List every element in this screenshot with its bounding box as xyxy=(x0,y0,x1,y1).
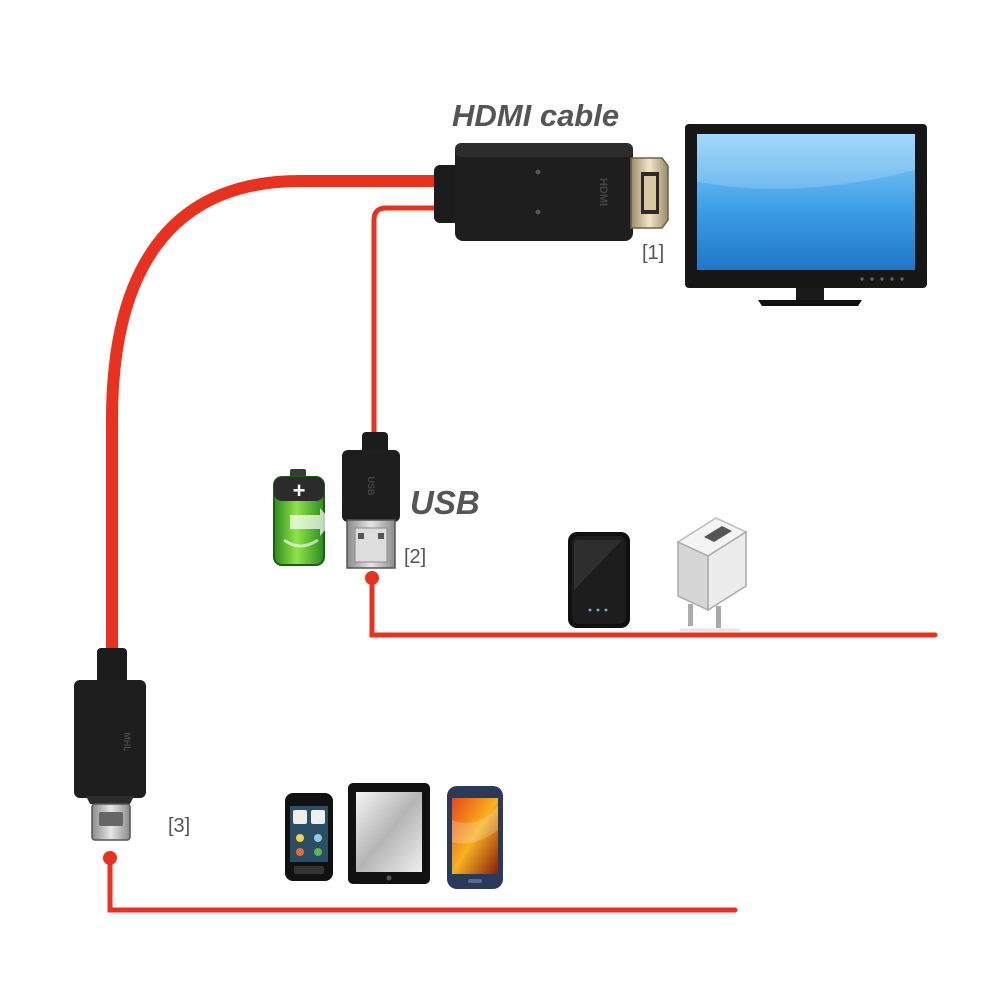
battery-charge-icon: + xyxy=(273,469,332,566)
usb-lead-dot xyxy=(365,571,379,585)
tablet-icon xyxy=(348,783,430,884)
micro-connector: MHL xyxy=(74,648,146,841)
hdmi-connector: HDMI xyxy=(434,143,669,241)
smartphone-icon xyxy=(447,786,503,889)
power-bank-icon xyxy=(568,532,630,628)
svg-text:+: + xyxy=(293,478,306,503)
micro-lead-line xyxy=(107,855,738,913)
usb-plug-text: USB xyxy=(366,476,376,496)
usb-label: USB xyxy=(410,484,480,521)
hdmi-cable-label: HDMI cable xyxy=(452,98,620,133)
micro-lead-dot xyxy=(103,851,117,865)
hdmi-plug-text: HDMI xyxy=(597,178,609,206)
main-cable xyxy=(106,175,446,661)
marker-3: [3] xyxy=(168,815,191,837)
wall-charger-icon xyxy=(676,517,748,632)
marker-2: [2] xyxy=(404,546,427,568)
phone-icon xyxy=(285,793,333,881)
marker-1: [1] xyxy=(642,242,665,264)
usb-connector: USB xyxy=(342,432,400,569)
usb-cable xyxy=(371,205,443,443)
tv-monitor-icon xyxy=(685,124,927,306)
cables xyxy=(106,175,938,913)
usb-lead-line xyxy=(369,575,938,638)
micro-plug-text: MHL xyxy=(122,732,132,752)
